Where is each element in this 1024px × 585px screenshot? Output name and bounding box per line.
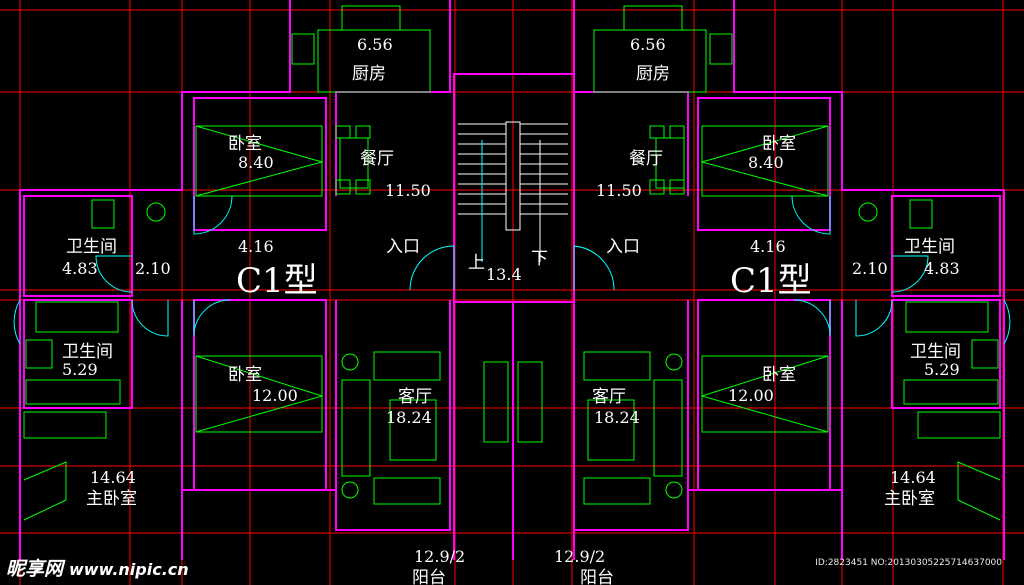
stair-up-label: 上: [468, 253, 485, 273]
stair-treads: [458, 121, 568, 262]
left-dining-area: 11.50: [385, 181, 431, 200]
right-bedroom2-area: 12.00: [728, 386, 774, 405]
right-dining-area: 11.50: [596, 181, 642, 200]
left-unit-labels: 6.56 厨房 卧室 8.40 餐厅 11.50 卫生间 4.83 4.16 2…: [62, 35, 465, 585]
left-bedroom2-area: 12.00: [252, 386, 298, 405]
fixtures: [23, 5, 1001, 521]
left-bath2-area: 5.29: [62, 360, 98, 379]
left-bath2-label: 卫生间: [62, 342, 113, 362]
left-bedroom2-label: 卧室: [228, 365, 262, 385]
right-balcony-label: 阳台: [580, 568, 614, 585]
left-balcony-area: 12.9/2: [414, 547, 465, 566]
left-bath1-label: 卫生间: [66, 237, 117, 257]
right-hall-area: 4.16: [750, 237, 786, 256]
left-balcony-label: 阳台: [412, 568, 446, 585]
right-living-area: 18.24: [594, 408, 640, 427]
right-corridor-area: 2.10: [852, 259, 888, 278]
left-master-area: 14.64: [90, 468, 136, 487]
left-bedroom1-area: 8.40: [238, 153, 274, 172]
left-living-label: 客厅: [398, 387, 432, 407]
right-living-label: 客厅: [592, 387, 626, 407]
left-kitchen-label: 厨房: [352, 64, 386, 84]
left-bath1-area: 4.83: [62, 259, 98, 278]
watermark: 昵享网 www.nipic.cn: [6, 554, 189, 581]
doors: [13, 195, 1011, 345]
stair-area: 13.4: [486, 265, 522, 284]
image-id-text: ID:2823451 NO:20130305225714637000: [815, 558, 1002, 568]
stair-down-label: 下: [531, 249, 548, 269]
right-master-label: 主卧室: [884, 489, 935, 509]
right-balcony-area: 12.9/2: [554, 547, 605, 566]
stair-labels: 上 下 13.4: [468, 249, 548, 284]
watermark-site: www.nipic.cn: [69, 560, 189, 579]
walls: [19, 0, 1005, 560]
left-corridor-area: 2.10: [135, 259, 171, 278]
left-entry-label: 入口: [386, 237, 420, 257]
right-bath2-label: 卫生间: [910, 342, 961, 362]
right-kitchen-area: 6.56: [630, 35, 666, 54]
right-entry-label: 入口: [606, 237, 640, 257]
right-unit-type: C1型: [730, 261, 812, 301]
left-dining-label: 餐厅: [360, 149, 394, 169]
left-hall-area: 4.16: [238, 237, 274, 256]
right-master-area: 14.64: [890, 468, 936, 487]
right-dining-label: 餐厅: [629, 149, 663, 169]
right-kitchen-label: 厨房: [636, 64, 670, 84]
right-bedroom1-label: 卧室: [762, 134, 796, 154]
left-master-label: 主卧室: [86, 489, 137, 509]
left-unit-type: C1型: [236, 261, 318, 301]
watermark-brand: 昵享网: [6, 558, 64, 580]
right-bath1-area: 4.83: [924, 259, 960, 278]
right-bedroom1-area: 8.40: [748, 153, 784, 172]
right-bath2-area: 5.29: [924, 360, 960, 379]
right-unit-labels: 6.56 厨房 卧室 8.40 餐厅 11.50 卫生间 4.83 4.16 2…: [554, 35, 961, 585]
left-bedroom1-label: 卧室: [228, 134, 262, 154]
left-living-area: 18.24: [386, 408, 432, 427]
right-bath1-label: 卫生间: [904, 237, 955, 257]
right-bedroom2-label: 卧室: [762, 365, 796, 385]
left-kitchen-area: 6.56: [357, 35, 393, 54]
